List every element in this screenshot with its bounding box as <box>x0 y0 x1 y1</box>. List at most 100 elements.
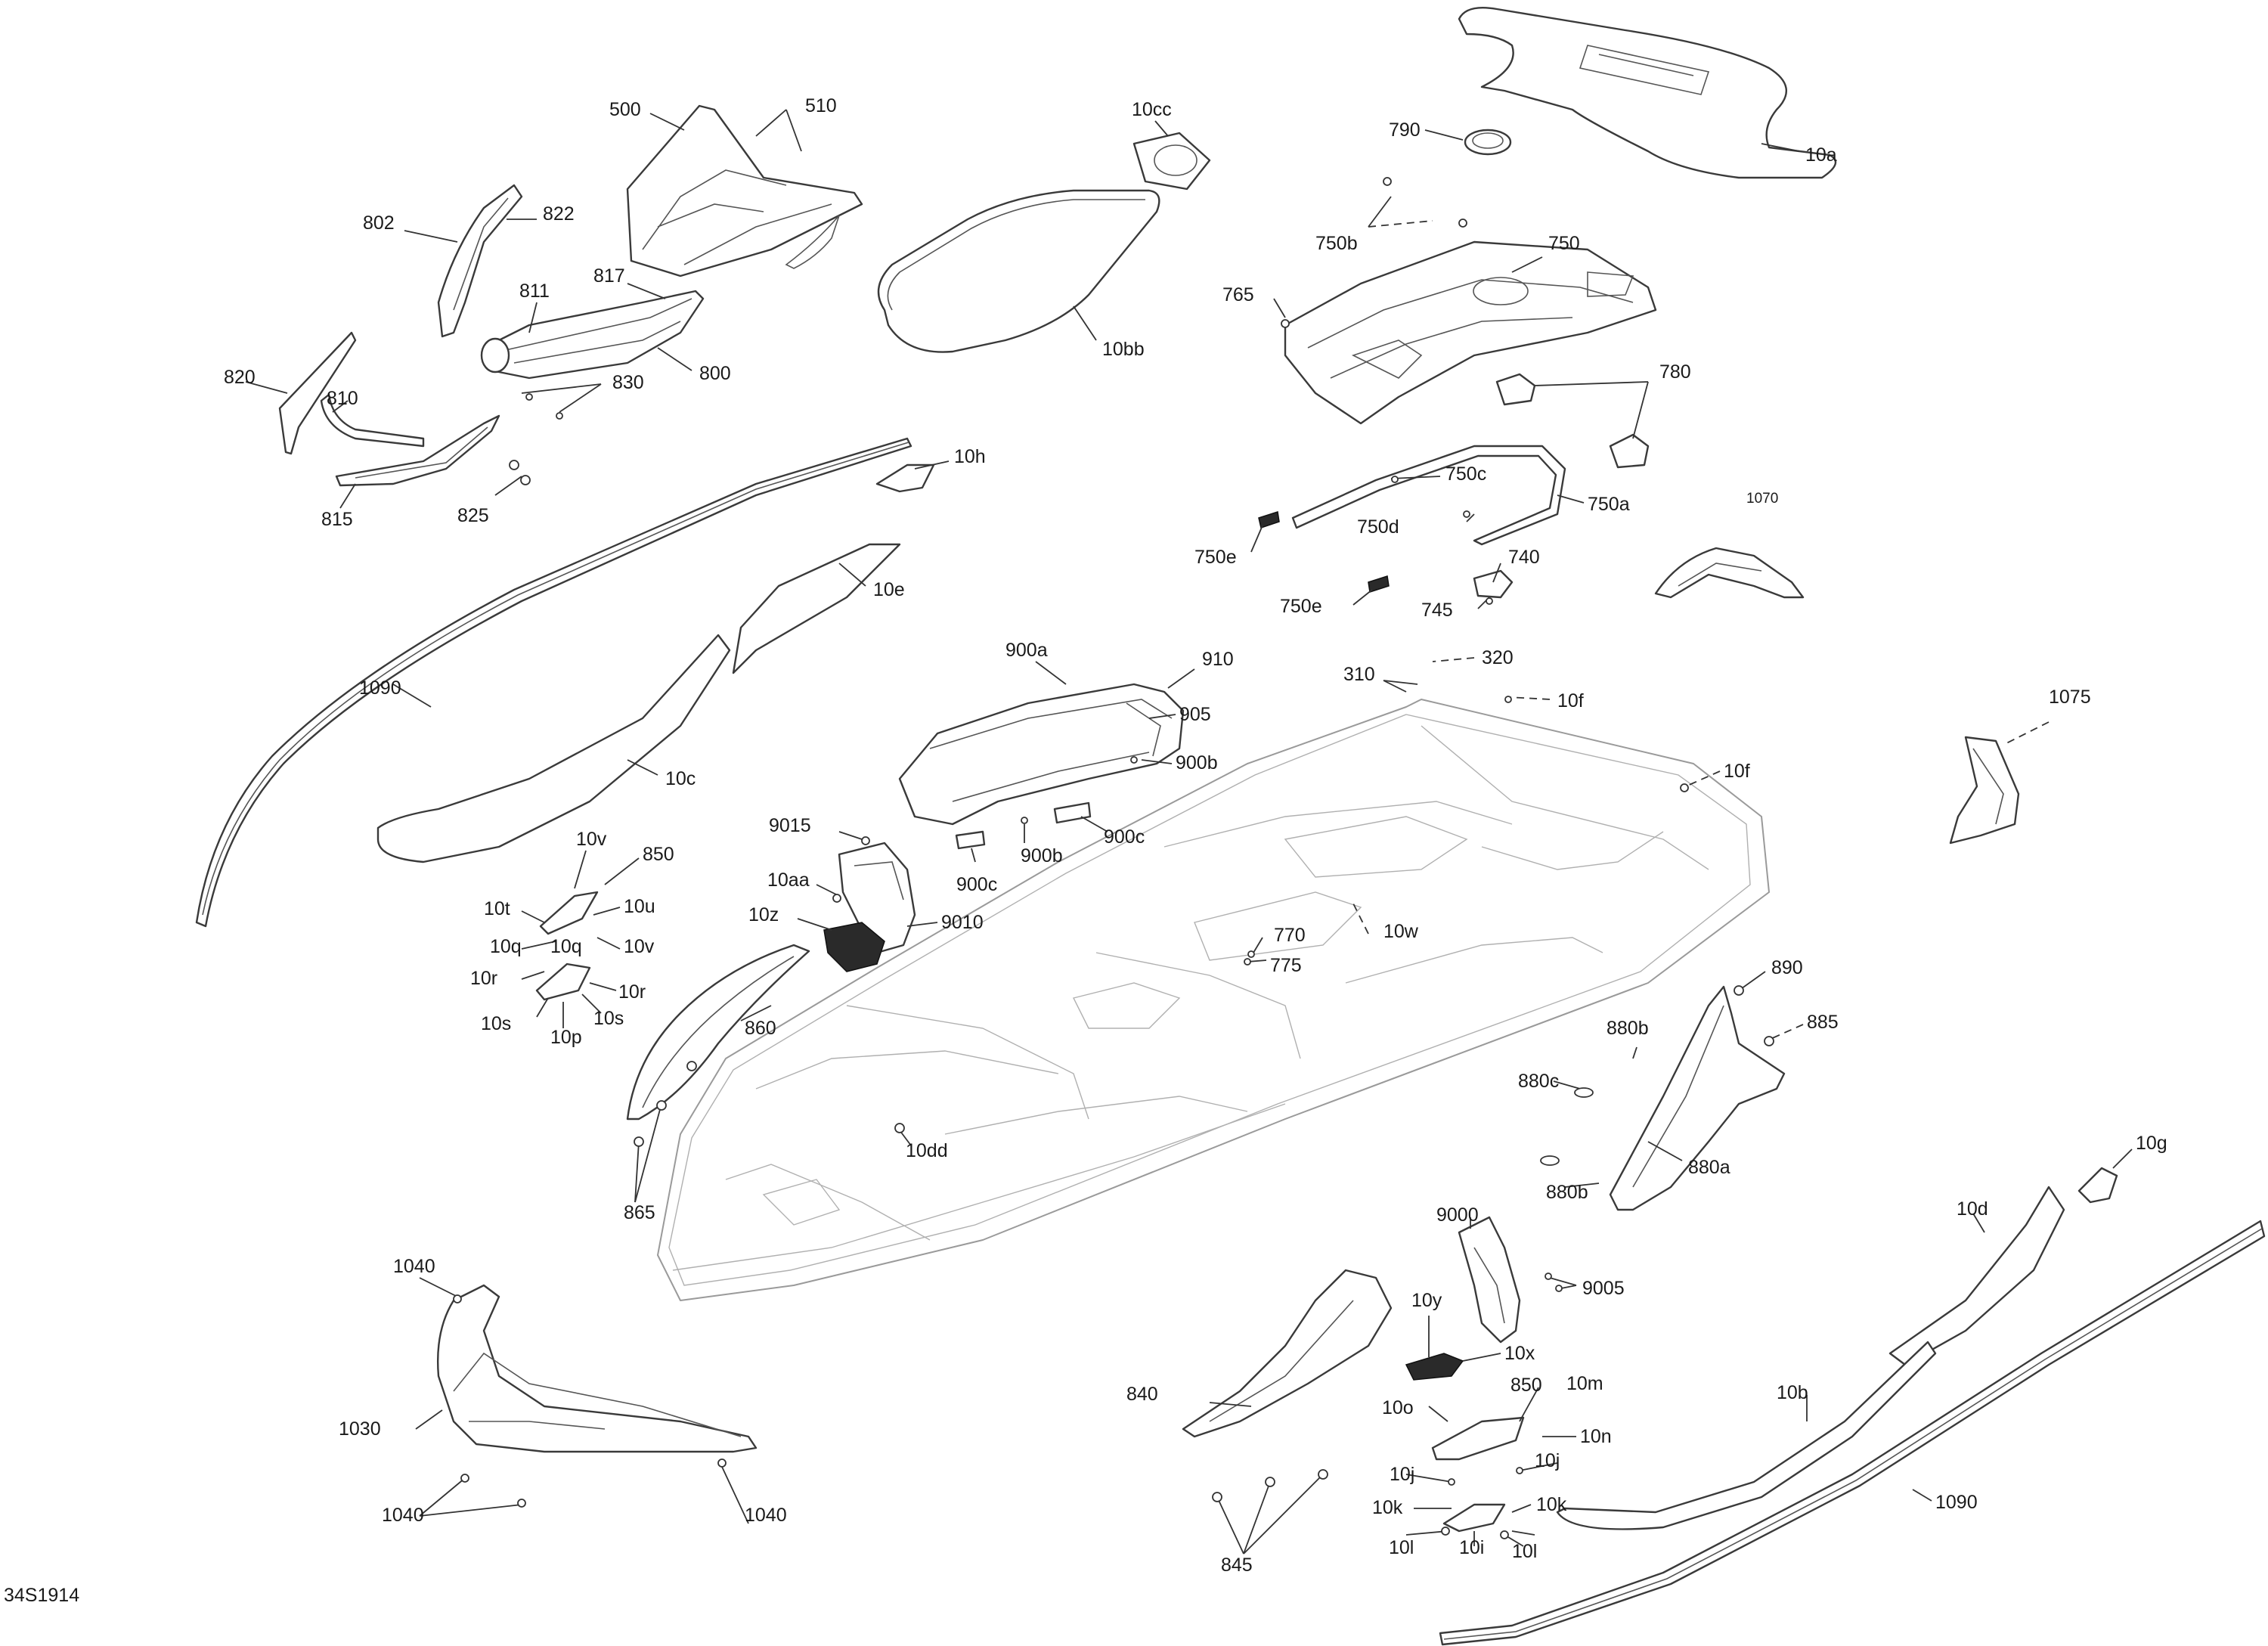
hull-body <box>657 699 1770 1301</box>
callout-10y: 10y <box>1411 1290 1442 1311</box>
callout-900b-2: 900b <box>1021 845 1063 866</box>
console-900a <box>898 683 1185 826</box>
callout-830: 830 <box>612 372 644 393</box>
callout-10e: 10e <box>873 579 905 600</box>
callout-10n: 10n <box>1580 1426 1612 1447</box>
clip-750e-1 <box>1258 511 1280 529</box>
callout-750b: 750b <box>1315 233 1358 254</box>
callout-500: 500 <box>609 99 641 120</box>
callout-900a: 900a <box>1005 640 1048 661</box>
seat-decal-10a <box>1458 6 1837 179</box>
callout-1090-right: 1090 <box>1935 1492 1978 1513</box>
callout-10v-2: 10v <box>624 936 655 957</box>
decal-10e <box>732 543 901 674</box>
bow-trim-1030 <box>436 1284 758 1453</box>
callout-750a: 750a <box>1588 494 1630 515</box>
callout-845: 845 <box>1221 1555 1253 1576</box>
callout-800: 800 <box>699 363 731 384</box>
callout-10r-1: 10r <box>470 968 497 989</box>
callout-810: 810 <box>327 388 358 409</box>
trim-815 <box>335 414 500 487</box>
callout-10s-2: 10s <box>593 1008 624 1029</box>
callout-750: 750 <box>1548 233 1580 254</box>
callout-9000: 9000 <box>1436 1204 1479 1226</box>
callout-890: 890 <box>1771 957 1803 978</box>
callout-820: 820 <box>224 367 256 388</box>
decal-10c <box>376 634 731 863</box>
latch-780 <box>1495 373 1650 469</box>
callout-745: 745 <box>1421 600 1453 621</box>
callout-9015: 9015 <box>769 815 811 836</box>
decal-10b <box>1556 1341 1937 1530</box>
clip-750e-2 <box>1368 575 1390 593</box>
bracket-740 <box>1473 569 1514 599</box>
callout-10o: 10o <box>1382 1397 1414 1418</box>
pad-10x <box>1405 1353 1464 1381</box>
gasket-10cc <box>1132 132 1211 191</box>
callout-10x: 10x <box>1504 1343 1535 1364</box>
callout-10m: 10m <box>1566 1373 1603 1394</box>
callout-850-1: 850 <box>643 844 674 865</box>
callout-10dd: 10dd <box>906 1140 948 1161</box>
callout-10t: 10t <box>484 898 510 919</box>
callout-1040-2: 1040 <box>382 1505 424 1526</box>
callout-labels: 500 510 10cc 790 10a 802 822 817 811 800… <box>224 95 2167 1576</box>
callout-10q-1: 10q <box>490 936 522 957</box>
callout-910: 910 <box>1202 649 1234 670</box>
fuel-cap-790 <box>1464 129 1512 156</box>
callout-790: 790 <box>1389 119 1421 141</box>
callout-765: 765 <box>1222 284 1254 305</box>
bracket-802 <box>437 184 523 338</box>
callout-10cc: 10cc <box>1132 99 1172 120</box>
callout-10k-2: 10k <box>1536 1494 1567 1515</box>
callout-815: 815 <box>321 509 353 530</box>
rub-strip-1090-left <box>195 437 912 928</box>
callout-10j-2: 10j <box>1535 1450 1560 1471</box>
callout-10a: 10a <box>1805 144 1837 166</box>
pads-900c <box>955 801 1092 850</box>
callout-750c: 750c <box>1445 463 1486 485</box>
callout-880c: 880c <box>1518 1071 1559 1092</box>
trim-1070 <box>1654 547 1805 599</box>
bracket-9000 <box>1458 1216 1521 1344</box>
side-panel-880a <box>1609 985 1786 1211</box>
callout-885: 885 <box>1807 1012 1839 1033</box>
callout-775: 775 <box>1270 955 1302 976</box>
callout-10q-2: 10q <box>550 936 582 957</box>
callout-1075: 1075 <box>2049 687 2091 708</box>
callout-10w: 10w <box>1383 921 1419 942</box>
callout-900c-2: 900c <box>956 874 997 895</box>
hood-500 <box>626 104 863 277</box>
side-panel-860 <box>626 944 810 1121</box>
callout-10u: 10u <box>624 896 655 917</box>
callout-1040-1: 1040 <box>393 1256 435 1277</box>
callout-10g: 10g <box>2136 1133 2167 1154</box>
leader-lines <box>245 109 2133 1555</box>
callout-10v-1: 10v <box>576 829 607 850</box>
callout-10l-2: 10l <box>1512 1541 1537 1562</box>
trim-10h <box>875 463 935 493</box>
callout-750d: 750d <box>1357 516 1399 538</box>
callout-10p: 10p <box>550 1027 582 1048</box>
callout-905: 905 <box>1179 704 1211 725</box>
callout-770: 770 <box>1274 925 1306 946</box>
callout-880b-2: 880b <box>1546 1182 1588 1203</box>
callout-880b-1: 880b <box>1606 1018 1649 1039</box>
callout-9010: 9010 <box>941 912 984 933</box>
callout-780: 780 <box>1659 361 1691 383</box>
callout-10bb: 10bb <box>1102 339 1145 360</box>
callout-10f-1: 10f <box>1557 690 1584 711</box>
seal-750a <box>1291 445 1566 546</box>
callout-900c-1: 900c <box>1104 826 1145 848</box>
bracket-10i <box>1442 1503 1506 1533</box>
footrest-10z <box>823 922 885 972</box>
storage-tray-750 <box>1284 240 1657 425</box>
callout-10f-2: 10f <box>1724 761 1750 782</box>
callout-1030: 1030 <box>339 1418 381 1440</box>
callout-850-2: 850 <box>1510 1375 1542 1396</box>
callout-817: 817 <box>593 265 625 287</box>
callout-10s-1: 10s <box>481 1013 511 1034</box>
diagram-reference-number: 34S1914 <box>4 1585 79 1606</box>
callout-802: 802 <box>363 212 395 234</box>
callout-860: 860 <box>745 1018 776 1039</box>
